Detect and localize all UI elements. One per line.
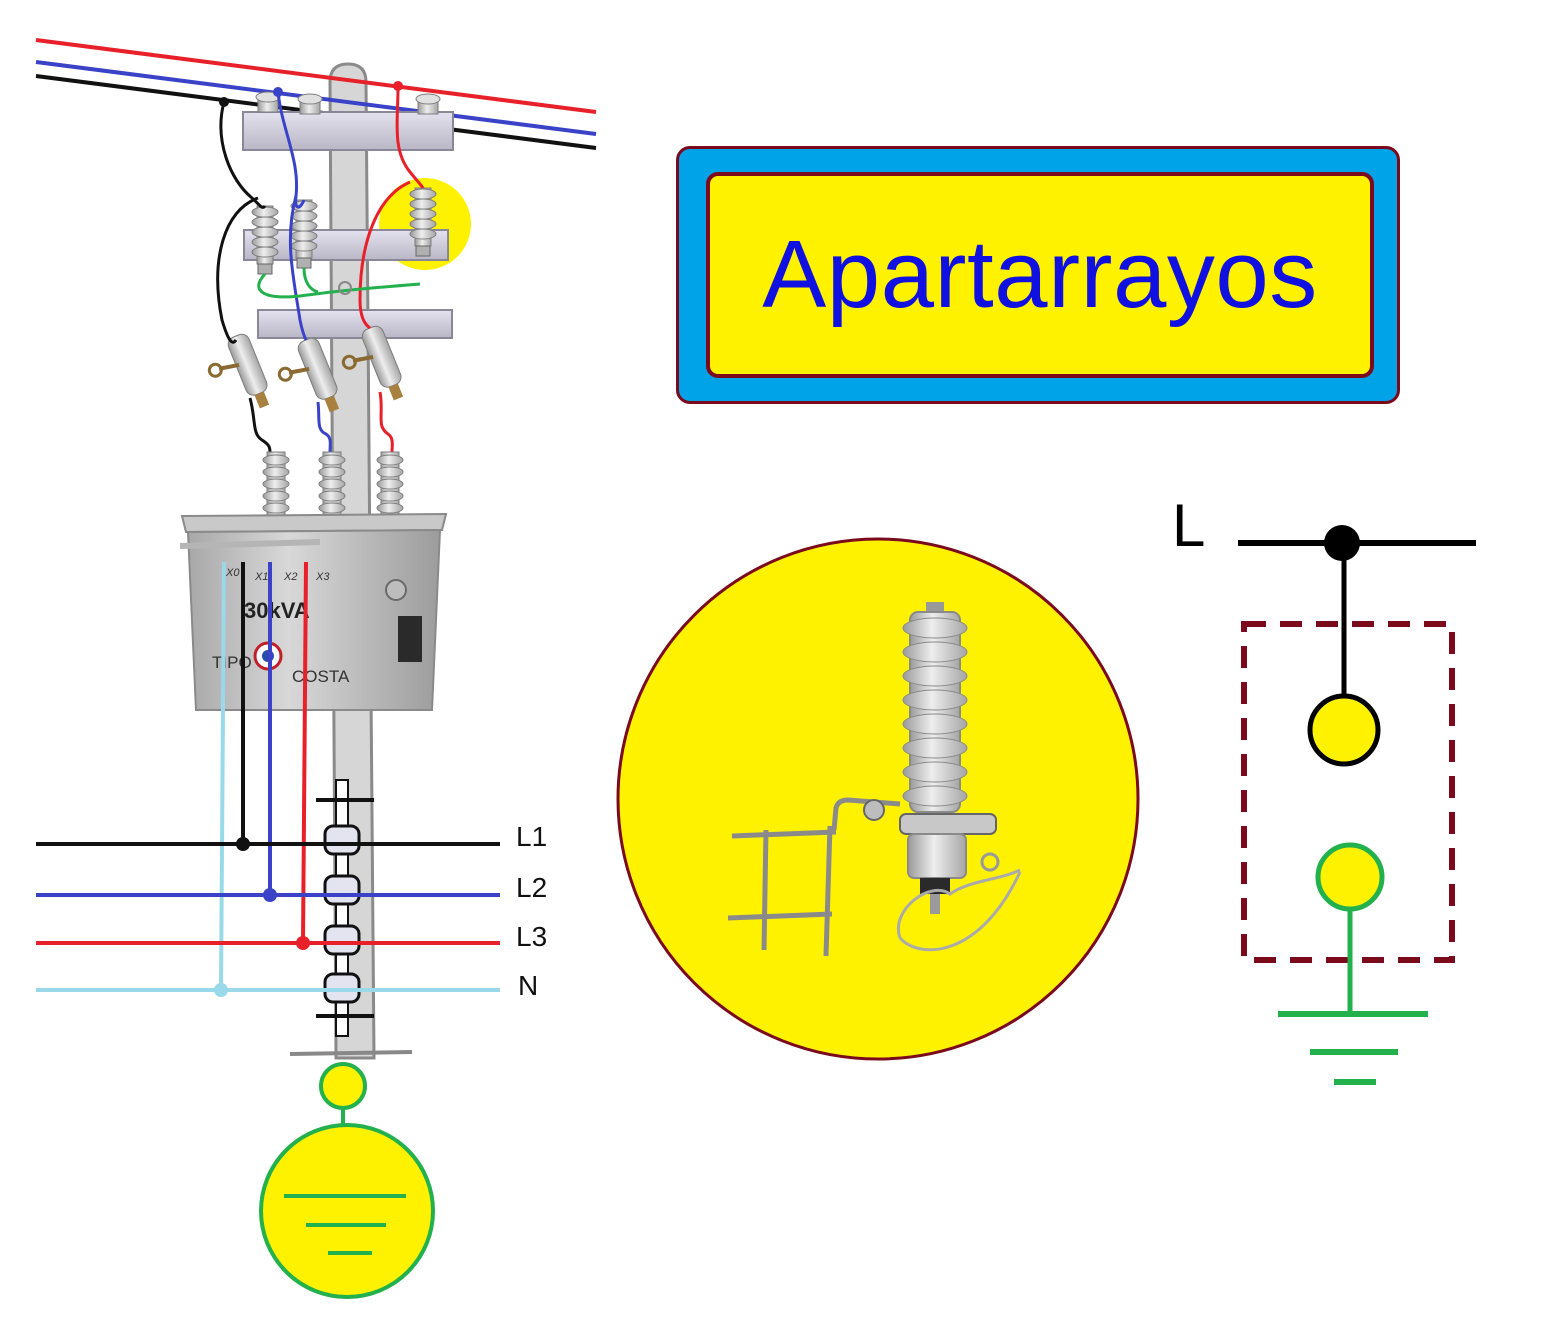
terminal-label: X3	[315, 571, 330, 583]
terminal-label: X0	[225, 567, 240, 579]
transformer-rating: 30kVA	[244, 598, 310, 623]
insulator-icon	[376, 451, 404, 517]
bus-junction	[214, 983, 228, 997]
lv-down-leads	[219, 561, 308, 991]
ground-icon	[259, 1062, 435, 1299]
surge-arrester-icon	[896, 602, 1022, 952]
bus-junction	[296, 936, 310, 950]
tap-point	[393, 81, 403, 91]
tap-point	[219, 97, 229, 107]
bus-label-n: N	[518, 970, 538, 1001]
hv-line-red	[35, 38, 597, 114]
tap-point	[273, 87, 283, 97]
bus-junction	[236, 837, 250, 851]
transformer-left-text: TIPO	[212, 653, 252, 672]
page-title: Apartarrayos	[762, 221, 1318, 328]
line-label: L	[1172, 492, 1205, 559]
arrester-schematic: L	[1172, 492, 1476, 1085]
valve-icon	[385, 579, 407, 601]
spool-insulator-icon	[323, 824, 361, 856]
top-crossarm	[242, 91, 454, 151]
terminal-label: X2	[283, 571, 297, 583]
transformer-right-text: COSTA	[292, 667, 350, 686]
upper-electrode	[1307, 693, 1381, 767]
transformer: 30kVA TIPO COSTA X0 X1 X2 X3	[179, 512, 448, 711]
bus-junction	[263, 888, 277, 902]
ground-clamp	[338, 281, 352, 295]
ground-icon	[1278, 909, 1428, 1085]
bus-label-l1: L1	[516, 821, 547, 852]
nameplate-box	[398, 616, 422, 662]
drop-wires	[216, 87, 425, 453]
bus-label-l3: L3	[516, 921, 547, 952]
terminal-label: X1	[254, 571, 268, 583]
pin-insulator-icon	[297, 93, 323, 115]
bus-label-l2: L2	[516, 872, 547, 903]
spool-insulator-icon	[323, 924, 361, 956]
surge-arrester-icon	[251, 205, 279, 275]
fuse-cutout-icon	[341, 325, 404, 401]
cutout-crossarm	[257, 309, 453, 339]
fuse-cutout-icon	[277, 337, 340, 413]
lower-electrode	[1315, 842, 1385, 912]
lv-bus: L1 L2 L3 N	[36, 821, 547, 1001]
spool-insulator-icon	[323, 874, 361, 906]
arrester-detail	[616, 537, 1140, 1061]
insulator-icon	[318, 451, 346, 517]
fuse-cutout-icon	[207, 333, 270, 409]
insulator-icon	[262, 451, 290, 517]
title-panel: Apartarrayos	[706, 172, 1374, 378]
pin-insulator-icon	[415, 93, 441, 115]
mounting-bracket-icon	[727, 797, 901, 957]
